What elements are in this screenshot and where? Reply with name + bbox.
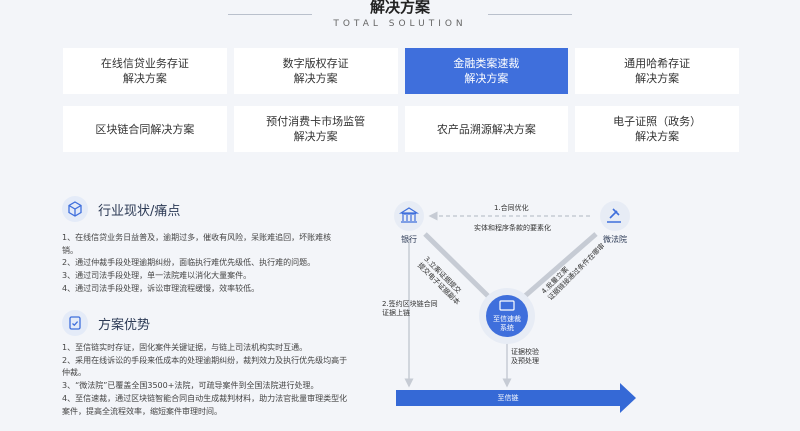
header-rule-left bbox=[228, 14, 312, 15]
chain-label: 至信链 bbox=[497, 394, 519, 402]
list-item: 2、通过仲裁手段处理逾期纠纷，面临执行难优先级低、执行难的问题。 bbox=[62, 258, 316, 268]
advantage-title: 方案优势 bbox=[98, 317, 151, 333]
arrow-batch-file bbox=[523, 232, 598, 298]
list-item: 3、通过司法手段处理，单一法院难以消化大量案件。 bbox=[62, 271, 252, 281]
industry-list: 1、在线信贷业务日益普及，逾期过多，催收有风险，呆账难追回，坏账难核 销。 2、… bbox=[62, 232, 362, 296]
solution-card-online-credit[interactable]: 在线信贷业务存证 解决方案 bbox=[63, 48, 227, 94]
solution-card-e-license[interactable]: 电子证照（政务） 解决方案 bbox=[575, 106, 739, 152]
chain-bar bbox=[396, 383, 636, 413]
industry-heading: 行业现状/痛点 bbox=[62, 196, 180, 222]
solution-card-agri-traceability[interactable]: 农产品溯源解决方案 bbox=[404, 106, 569, 152]
document-check-icon bbox=[62, 310, 88, 336]
advantage-heading: 方案优势 bbox=[62, 310, 150, 336]
center-label: 至信速裁 系统 bbox=[493, 315, 521, 332]
section-header: 解决方案 TOTAL SOLUTION bbox=[0, 0, 800, 40]
list-item: 1、在线信贷业务日益普及，逾期过多，催收有风险，呆账难追回，坏账难核 bbox=[62, 233, 332, 242]
solution-card-hash-evidence[interactable]: 通用哈希存证 解决方案 bbox=[575, 48, 739, 94]
header-rule-right bbox=[488, 14, 572, 15]
top-arrow-sub: 实体和程序条款的要素化 bbox=[474, 224, 551, 232]
center-node bbox=[486, 295, 528, 337]
center-down-label: 证据校验 及预处理 bbox=[511, 348, 539, 365]
solution-card-prepaid-card[interactable]: 预付消费卡市场监管 解决方案 bbox=[233, 106, 398, 152]
court-node bbox=[600, 201, 630, 231]
left-down-label: 2.签约区块链合同 证据上链 bbox=[382, 300, 438, 317]
solution-card-digital-copyright[interactable]: 数字版权存证 解决方案 bbox=[233, 48, 398, 94]
industry-title: 行业现状/痛点 bbox=[98, 203, 181, 219]
advantage-list: 1、至信链实时存证，固化案件关键证据，与链上司法机构实时互通。 2、采用在线诉讼… bbox=[62, 342, 367, 418]
court-label: 微法院 bbox=[603, 235, 627, 244]
list-item: 3、“微法院”已覆盖全国3500+法院，可疏导案件到全国法院进行处理。 bbox=[62, 381, 319, 391]
cube-icon bbox=[62, 196, 88, 222]
bank-node bbox=[394, 201, 424, 231]
list-item: 1、至信链实时存证，固化案件关键证据，与链上司法机构实时互通。 bbox=[62, 343, 308, 352]
section-subtitle: TOTAL SOLUTION bbox=[333, 19, 467, 29]
top-arrow-label: 1.合同优化 bbox=[494, 204, 529, 212]
list-item: 4、至信速裁，通过区块链智能合同自动生成裁判材料，助力法官批量审理类型化 bbox=[62, 393, 348, 403]
solution-card-blockchain-contract[interactable]: 区块链合同解决方案 bbox=[63, 106, 227, 152]
section-title: 解决方案 bbox=[369, 0, 430, 16]
list-item: 4、通过司法手段处理，诉讼审理流程缓慢，效率较低。 bbox=[62, 283, 260, 293]
bank-icon bbox=[398, 207, 420, 223]
process-diagram: 银行 微法院 1.合同优化 实体和程序条款的要素化 2.签约区块链合同 证据上链… bbox=[370, 190, 670, 431]
list-item: 案件，提高全流程效率，缩短案件审理时间。 bbox=[62, 406, 222, 416]
list-item: 仲裁。 bbox=[62, 368, 86, 378]
bank-label: 银行 bbox=[401, 235, 417, 244]
list-item: 2、采用在线诉讼的手段来低成本的处理逾期纠纷，裁判效力及执行优先级均高于 bbox=[62, 355, 348, 365]
diagram-svg bbox=[394, 201, 636, 413]
list-item: 销。 bbox=[62, 245, 78, 255]
monitor-icon bbox=[499, 300, 515, 311]
gavel-icon bbox=[607, 208, 621, 223]
solution-grid: 在线信贷业务存证 解决方案 数字版权存证 解决方案 金融类案速裁 解决方案 通用… bbox=[63, 48, 739, 152]
solution-card-financial-fast-ruling[interactable]: 金融类案速裁 解决方案 bbox=[404, 48, 569, 94]
arrow-evidence-submit bbox=[423, 232, 490, 298]
